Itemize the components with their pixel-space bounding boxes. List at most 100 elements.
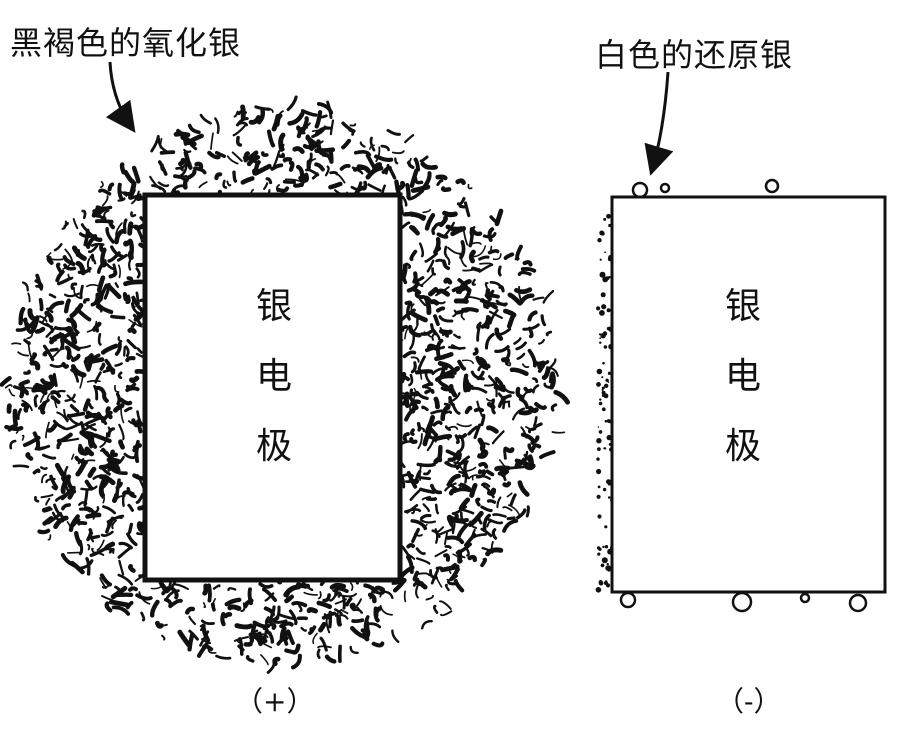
oxide-speck	[125, 294, 126, 299]
oxide-speck	[288, 632, 293, 644]
oxide-speck	[43, 455, 54, 458]
oxide-speck	[489, 296, 498, 297]
oxide-speck	[421, 157, 427, 161]
oxide-speck	[119, 265, 120, 277]
oxide-speck	[392, 631, 398, 642]
oxide-speck	[480, 471, 485, 472]
oxide-speck	[421, 478, 430, 479]
oxide-speck	[422, 621, 432, 628]
oxide-speck	[130, 330, 135, 332]
oxide-speck	[448, 248, 460, 254]
oxide-speck	[142, 613, 144, 620]
oxide-speck	[47, 313, 52, 320]
oxide-speck	[234, 125, 246, 135]
oxide-speck	[85, 300, 89, 302]
oxide-speck	[18, 328, 27, 330]
oxide-speck	[213, 599, 215, 605]
oxide-speck	[290, 114, 303, 123]
reduced-silver-speck	[602, 546, 604, 548]
oxide-speck	[449, 582, 457, 584]
oxide-speck	[25, 340, 29, 343]
oxide-speck	[211, 133, 213, 149]
oxide-speck	[536, 404, 545, 408]
oxide-speck	[190, 126, 199, 133]
oxide-speck	[138, 349, 142, 353]
oxide-speck	[489, 428, 497, 431]
oxide-speck	[426, 298, 429, 313]
oxide-speck	[271, 624, 274, 628]
oxide-speck	[480, 265, 493, 272]
oxide-speck	[445, 213, 456, 215]
oxide-speck	[411, 252, 415, 260]
reduced-silver-speck	[603, 331, 608, 336]
oxide-speck	[41, 300, 42, 309]
oxide-speck	[352, 605, 354, 609]
oxide-speck	[57, 272, 62, 280]
oxide-speck	[130, 566, 133, 571]
oxide-speck	[209, 585, 210, 600]
reduced-silver-speck	[606, 214, 611, 219]
oxide-speck	[446, 585, 449, 590]
oxide-speck	[112, 452, 116, 455]
oxide-speck	[190, 635, 193, 650]
oxide-speck	[440, 317, 452, 321]
oxide-speck	[465, 376, 466, 391]
oxide-speck	[81, 286, 82, 298]
oxide-speck	[458, 199, 464, 205]
oxide-speck	[32, 354, 35, 360]
reduced-silver-speck	[601, 376, 603, 378]
oxide-speck	[267, 179, 270, 183]
oxide-speck	[109, 429, 114, 436]
reduced-silver-speck	[599, 398, 601, 400]
reduced-silver-nodule	[661, 184, 669, 192]
oxide-speck	[506, 449, 513, 451]
reduced-silver-speck	[600, 259, 602, 261]
oxide-speck	[85, 401, 88, 410]
oxide-speck	[425, 471, 430, 474]
oxide-speck	[294, 646, 298, 653]
oxide-speck	[126, 347, 128, 356]
oxide-speck	[478, 325, 480, 340]
oxide-speck	[21, 382, 28, 385]
oxide-speck	[103, 346, 116, 353]
oxide-speck	[228, 156, 238, 163]
reduced-silver-speck	[605, 565, 611, 571]
oxide-speck	[529, 312, 535, 319]
oxide-speck	[243, 107, 244, 118]
oxide-speck	[29, 345, 32, 357]
oxide-speck	[403, 197, 406, 205]
oxide-speck	[426, 254, 437, 262]
reduced-silver-speck	[599, 430, 603, 434]
reduced-silver-speck	[598, 486, 601, 489]
oxide-speck	[201, 115, 211, 123]
oxide-speck	[112, 317, 124, 318]
oxide-speck	[432, 486, 440, 493]
oxide-speck	[130, 252, 131, 258]
oxide-speck	[104, 507, 115, 513]
oxide-speck	[293, 656, 300, 668]
oxide-speck	[137, 354, 143, 357]
oxide-speck	[95, 236, 100, 240]
oxide-speck	[176, 585, 188, 589]
oxide-speck	[435, 316, 438, 324]
electrode-char: 电	[713, 342, 773, 412]
oxide-speck	[35, 396, 37, 406]
oxide-speck	[119, 575, 132, 584]
oxide-speck	[446, 280, 450, 282]
oxide-speck	[445, 412, 451, 413]
oxide-speck	[552, 374, 554, 388]
oxide-speck	[435, 239, 438, 252]
oxide-speck	[440, 447, 441, 458]
oxide-speck	[97, 221, 112, 222]
oxide-speck	[68, 275, 71, 279]
oxide-speck	[445, 555, 448, 560]
oxide-speck	[530, 351, 535, 366]
oxide-speck	[261, 655, 268, 665]
oxide-speck	[87, 285, 98, 287]
oxide-speck	[405, 214, 412, 215]
oxide-speck	[319, 592, 321, 598]
oxide-speck	[86, 362, 88, 368]
reduced-silver-speck	[604, 384, 608, 388]
oxide-speck	[238, 138, 241, 145]
oxide-speck	[285, 159, 290, 160]
